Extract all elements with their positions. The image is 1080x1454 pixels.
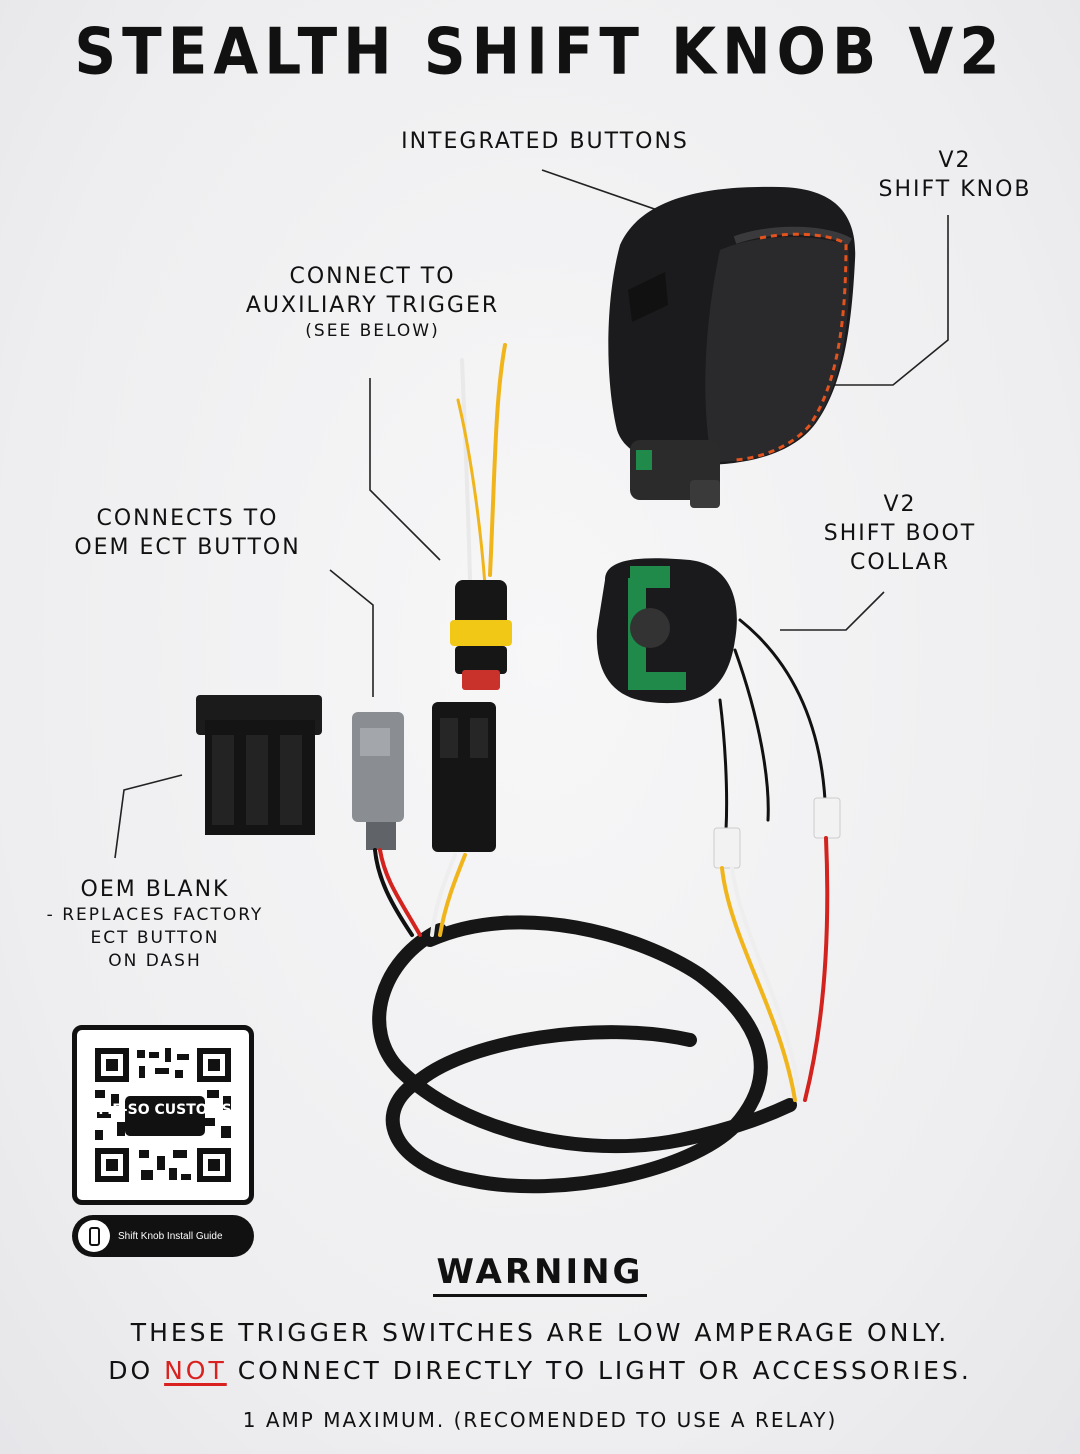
install-guide-label: Shift Knob Install Guide (118, 1230, 223, 1242)
leader-oem-blank (114, 774, 183, 859)
harness-wires (373, 618, 841, 1102)
label-oem-blank-line2: - REPLACES FACTORY (46, 905, 264, 925)
grey-connector-image (352, 712, 404, 850)
label-aux-trigger-line1: CONNECT TO (289, 264, 456, 289)
label-integrated-buttons: INTEGRATED BUTTONS (401, 129, 689, 154)
label-boot-collar-line3: COLLAR (849, 550, 951, 575)
harness-cable (372, 915, 797, 1194)
qr-code[interactable]: ME-SO CUSTOMS (72, 1025, 254, 1205)
pigtail-wires (456, 343, 507, 587)
label-boot-collar-line2: SHIFT BOOT (823, 521, 977, 546)
label-oem-blank-line3: ECT BUTTON (90, 928, 220, 948)
warning-heading: WARNING (0, 1252, 1080, 1297)
label-aux-trigger-note: (SEE BELOW) (305, 321, 440, 341)
shift-knob-image (608, 186, 856, 508)
label-ect-button: CONNECTS TO OEM ECT BUTTON (30, 504, 345, 562)
qr-logo-text: ME-SO CUSTOMS (98, 1102, 231, 1118)
label-ect-button-line2: OEM ECT BUTTON (74, 535, 301, 560)
label-boot-collar-line1: V2 (883, 492, 917, 517)
warning-not-emphasis: NOT (164, 1356, 227, 1385)
leader-boot-collar (780, 591, 885, 631)
leader-shift-knob (810, 215, 949, 386)
aux-connector-image (450, 580, 512, 690)
warning-line-2-start: DO (108, 1356, 165, 1385)
warning-line-2-end: CONNECT DIRECTLY TO LIGHT OR ACCESSORIES… (226, 1356, 972, 1385)
black-connector-image (432, 702, 496, 852)
install-guide-button[interactable]: Shift Knob Install Guide (72, 1215, 254, 1257)
warning-line-3: 1 AMP MAXIMUM. (RECOMENDED TO USE A RELA… (242, 1408, 838, 1432)
warning-line-2: DO NOT CONNECT DIRECTLY TO LIGHT OR ACCE… (0, 1356, 1080, 1385)
label-v2-shift-knob-line1: V2 (938, 148, 972, 173)
warning-heading-text: WARNING (432, 1252, 648, 1297)
label-boot-collar: V2 SHIFT BOOT COLLAR (790, 490, 1010, 577)
label-aux-trigger: CONNECT TO AUXILIARY TRIGGER (SEE BELOW) (200, 262, 545, 343)
leader-aux-trigger (369, 378, 441, 561)
leader-ect-button (329, 569, 374, 697)
boot-collar-image (596, 558, 737, 704)
label-aux-trigger-line2: AUXILIARY TRIGGER (245, 293, 500, 318)
page-title: STEALTH SHIFT KNOB V2 (74, 14, 1006, 89)
qr-code-pattern: ME-SO CUSTOMS (95, 1048, 232, 1182)
label-v2-shift-knob: V2 SHIFT KNOB (850, 146, 1060, 204)
label-ect-button-line1: CONNECTS TO (96, 506, 279, 531)
label-v2-shift-knob-line2: SHIFT KNOB (878, 177, 1032, 202)
label-oem-blank-line4: ON DASH (108, 951, 202, 971)
label-oem-blank: OEM BLANK - REPLACES FACTORY ECT BUTTON … (10, 875, 300, 973)
oem-blank-image (196, 695, 322, 835)
warning-line-1: THESE TRIGGER SWITCHES ARE LOW AMPERAGE … (130, 1318, 950, 1347)
phone-icon (78, 1220, 110, 1252)
label-oem-blank-title: OEM BLANK (80, 877, 230, 902)
